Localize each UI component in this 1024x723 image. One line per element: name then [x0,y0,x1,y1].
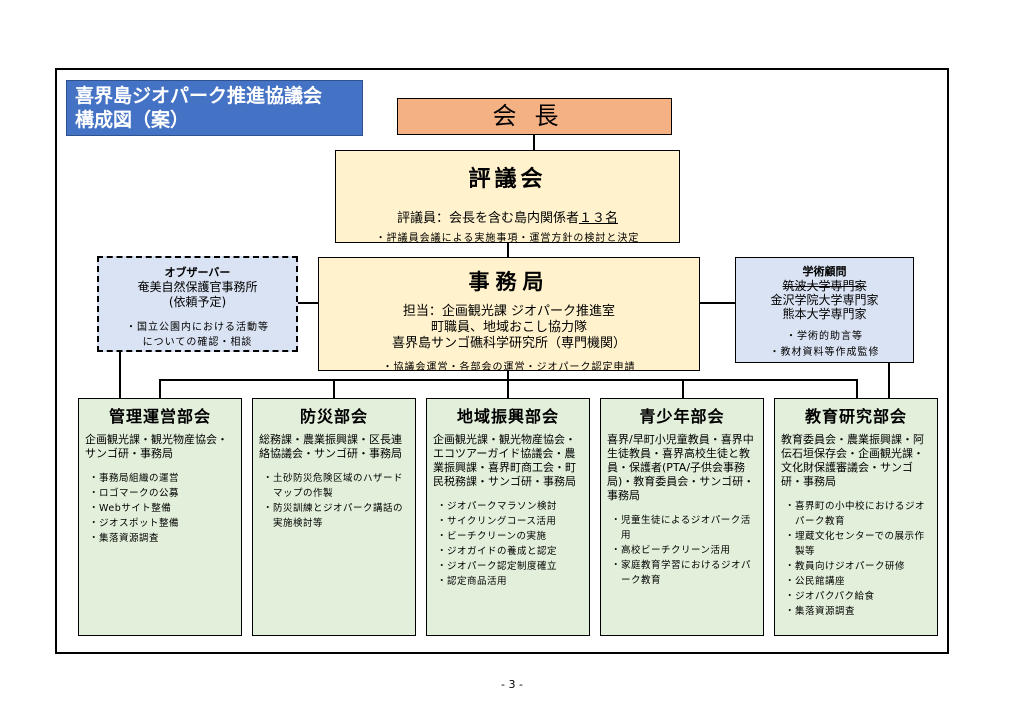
connector-secretariat-bus [507,371,509,380]
department-task-list: ジオパークマラソン検討 サイクリングコース活用 ビーチクリーンの実施 ジオガイド… [433,499,583,589]
department-name: 教育研究部会 [804,407,907,426]
secretariat-note: ・協議会運営・各部会の運営・ジオパーク認定申請 [382,362,636,373]
title-line-1: 喜界島ジオパーク推進協議会 [75,85,323,107]
observer-note-2: についての確認・相談 [142,337,253,348]
task-item: 児童生徒によるジオパーク活用 [611,513,757,543]
task-item: 防災訓練とジオパーク講話の実施検討等 [263,501,409,531]
advisor-line-1: 金沢学院大学専門家 [770,293,879,307]
page-number: - 3 - [501,678,523,691]
task-item: 喜界町の小中校におけるジオパーク教育 [785,499,931,529]
connector-council-secretariat [507,243,509,257]
department-task-list: 土砂防災危険区域のハザードマップの作製 防災訓練とジオパーク講話の実施検討等 [259,471,409,531]
task-item: 認定商品活用 [437,574,583,589]
secretariat-line-3: 喜界島サンゴ礁科学研究所（専門機関） [391,336,626,351]
diagram-frame [55,68,949,654]
council-members: 評議員：会長を含む島内関係者１３名 [336,207,679,226]
connector-advisor [700,302,735,304]
diagram-title: 喜界島ジオパーク推進協議会 構成図（案） [66,80,363,136]
connector-observer-down [119,352,121,398]
department-name: 管理運営部会 [108,407,211,426]
connector-dept-2 [333,379,335,398]
department-members: 総務課・農業振興課・区長連絡協議会・サンゴ研・事務局 [259,433,402,460]
advisor-line-2: 熊本大学専門家 [782,307,867,321]
secretariat-line-1: 担当：企画観光課 ジオパーク推進室 [402,304,616,319]
advisor-box: 学術顧問 筑波大学専門家 金沢学院大学専門家 熊本大学専門家 ・学術的助言等 ・… [735,257,914,363]
council-members-count: １３名 [579,211,619,226]
department-youth: 青少年部会 喜界/早町小児童教員・喜界中生徒教員・喜界高校生徒と教員・保護者(P… [600,398,764,636]
connector-dept-1 [159,379,161,398]
task-item: 集落資源調査 [785,604,931,619]
connector-chair-council [533,135,535,150]
chair-box: 会長 [397,98,672,135]
advisor-struck-line: 筑波大学専門家 [782,279,867,293]
task-item: ロゴマークの公募 [89,486,235,501]
task-item: ジオパークマラソン検討 [437,499,583,514]
connector-observer [298,302,318,304]
task-item: ビーチクリーンの実施 [437,529,583,544]
department-management: 管理運営部会 企画観光課・観光物産協会・サンゴ研・事務局 事務局組織の運営 ロゴ… [78,398,242,636]
task-item: 集落資源調査 [89,531,235,546]
department-regional-promotion: 地域振興部会 企画観光課・観光物産協会・エコツアーガイド協議会・農業振興課・喜界… [426,398,590,636]
secretariat-box: 事務局 担当：企画観光課 ジオパーク推進室 町職員、地域おこし協力隊 喜界島サン… [318,257,700,373]
task-item: ジオガイドの養成と認定 [437,544,583,559]
task-item: ジオパクパク給食 [785,589,931,604]
department-name: 青少年部会 [639,407,725,426]
advisor-note-1: ・学術的助言等 [786,331,863,342]
department-members: 喜界/早町小児童教員・喜界中生徒教員・喜界高校生徒と教員・保護者(PTA/子供会… [607,433,755,502]
chair-label: 会長 [492,102,577,130]
department-disaster-prevention: 防災部会 総務課・農業振興課・区長連絡協議会・サンゴ研・事務局 土砂防災危険区域… [252,398,416,636]
department-name: 地域振興部会 [456,407,559,426]
task-item: 高校ビーチクリーン活用 [611,543,757,558]
department-task-list: 児童生徒によるジオパーク活用 高校ビーチクリーン活用 家庭教育学習におけるジオパ… [607,513,757,588]
observer-note-1: ・国立公園内における活動等 [126,322,269,333]
task-item: 家庭教育学習におけるジオパーク教育 [611,558,757,588]
council-heading: 評議会 [468,167,547,192]
department-members: 企画観光課・観光物産協会・サンゴ研・事務局 [85,433,228,460]
observer-line-2: (依頼予定) [168,295,227,309]
council-members-prefix: 評議員：会長を含む島内関係者 [396,211,579,226]
connector-dept-5 [856,379,858,398]
secretariat-heading: 事務局 [468,270,550,294]
secretariat-line-2: 町職員、地域おこし協力隊 [430,320,587,335]
task-item: Webサイト整備 [89,501,235,516]
title-line-2: 構成図（案） [75,109,190,131]
task-item: 公民館講座 [785,574,931,589]
observer-heading: オブザーバー [164,266,231,279]
department-name: 防災部会 [299,407,368,426]
task-item: 土砂防災危険区域のハザードマップの作製 [263,471,409,501]
department-members: 企画観光課・観光物産協会・エコツアーガイド協議会・農業振興課・喜界町商工会・町民… [433,433,576,488]
connector-dept-4 [682,379,684,398]
advisor-note-2: ・教材資料等作成監修 [769,347,880,358]
connector-dept-3 [507,379,509,398]
task-item: 埋蔵文化センターでの展示作製等 [785,529,931,559]
observer-box: オブザーバー 奄美自然保護官事務所 (依頼予定) ・国立公園内における活動等 に… [97,256,298,352]
council-box: 評議会 評議員：会長を含む島内関係者１３名 ・評議員会議による実施事項・運営方針… [335,150,680,244]
task-item: 事務局組織の運営 [89,471,235,486]
observer-line-1: 奄美自然保護官事務所 [137,280,258,294]
department-members: 教育委員会・農業振興課・阿伝石垣保存会・企画観光課・文化財保護審議会・サンゴ研・… [781,433,924,488]
council-note: ・評議員会議による実施事項・運営方針の検討と決定 [375,233,640,244]
task-item: サイクリングコース活用 [437,514,583,529]
task-item: 教員向けジオパーク研修 [785,559,931,574]
connector-advisor-down [888,363,890,398]
task-item: ジオスポット整備 [89,516,235,531]
department-task-list: 事務局組織の運営 ロゴマークの公募 Webサイト整備 ジオスポット整備 集落資源… [85,471,235,546]
advisor-heading: 学術顧問 [802,265,847,278]
department-task-list: 喜界町の小中校におけるジオパーク教育 埋蔵文化センターでの展示作製等 教員向けジ… [781,499,931,619]
department-education-research: 教育研究部会 教育委員会・農業振興課・阿伝石垣保存会・企画観光課・文化財保護審議… [774,398,938,636]
task-item: ジオパーク認定制度確立 [437,559,583,574]
